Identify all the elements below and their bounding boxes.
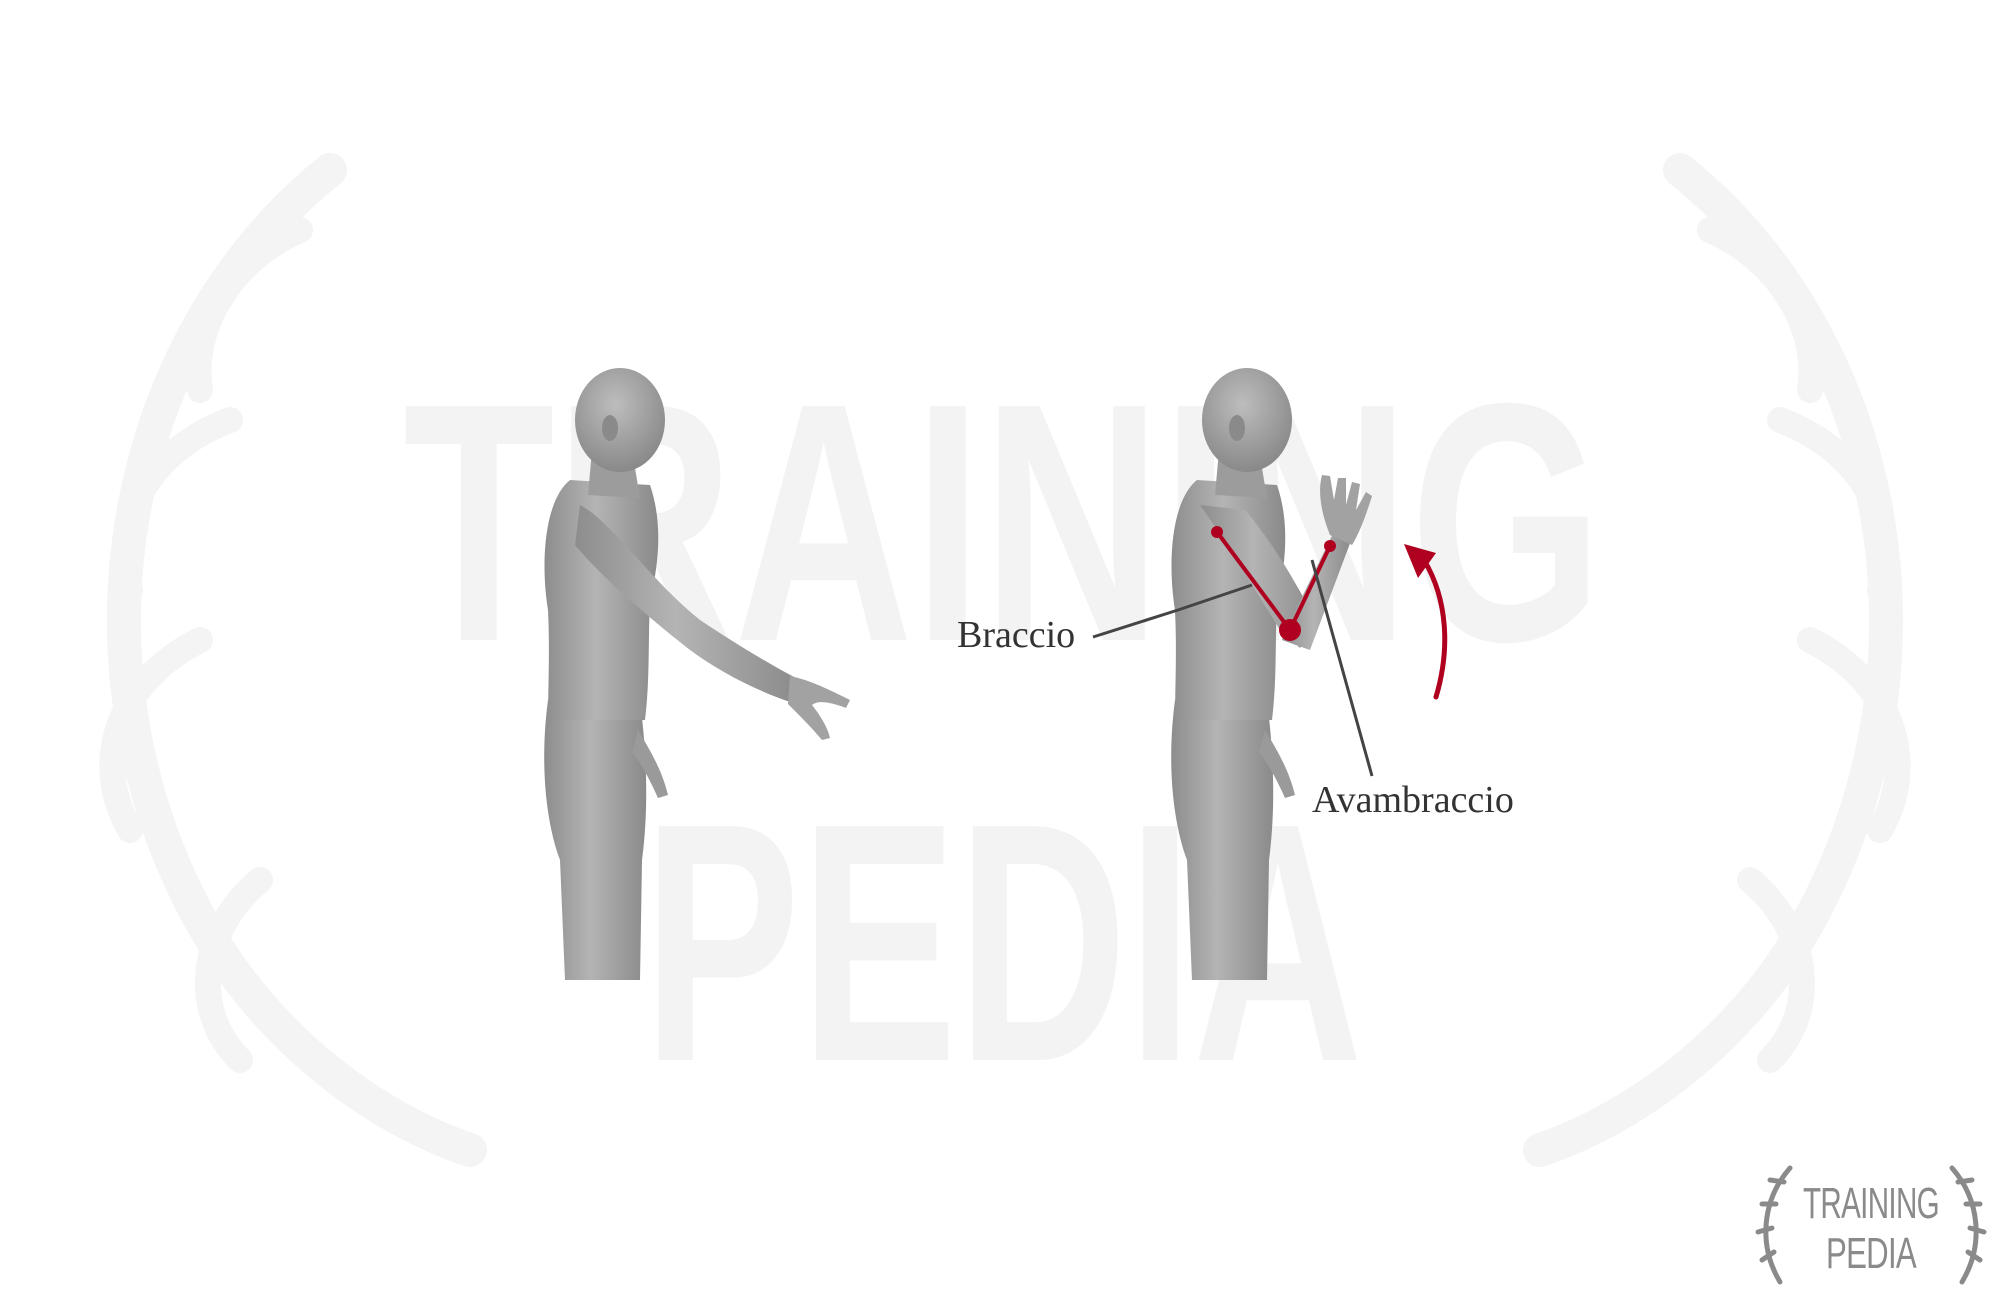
arm-leader-line <box>1092 583 1253 639</box>
figure2-hand <box>1320 475 1372 545</box>
figure1-hand <box>788 676 850 740</box>
shoulder-point <box>1211 526 1223 538</box>
logo-line1: TRAINING <box>1803 1179 1939 1228</box>
figure1-ear <box>602 415 618 441</box>
figure2-forearm <box>1282 530 1352 650</box>
brand-logo: TRAINING PEDIA <box>1755 1165 1987 1285</box>
figure2-legs <box>1171 700 1274 980</box>
leader-lines <box>1092 559 1374 777</box>
figure-arm-extended <box>544 368 850 980</box>
figure1-torso <box>544 480 659 720</box>
elbow-joint <box>1279 619 1301 641</box>
watermark-laurel-left-icon <box>99 153 487 1167</box>
arm-label: Braccio <box>957 614 1075 656</box>
figure-arm-flexed <box>1171 368 1372 980</box>
logo-laurel-icon <box>1755 1165 1987 1285</box>
figure1-arm <box>575 505 800 702</box>
arm-segment-line <box>1215 530 1292 632</box>
figure2-upper-arm <box>1200 505 1318 648</box>
figure1-head <box>575 368 665 472</box>
forearm-label: Avambraccio <box>1312 779 1514 821</box>
figure2-side-hand <box>1259 730 1295 798</box>
background-watermark: TRAINING PEDIA <box>99 153 1911 1167</box>
watermark-laurel-right-icon <box>1523 153 1911 1167</box>
forearm-leader-line <box>1310 559 1374 777</box>
rotation-arrow-icon <box>1404 544 1448 700</box>
figure1-legs <box>544 700 647 980</box>
wrist-point <box>1324 540 1336 552</box>
logo-line2: PEDIA <box>1826 1229 1917 1278</box>
figure2-head <box>1202 368 1292 472</box>
joint-overlay <box>1211 526 1336 641</box>
forearm-segment-line <box>1288 545 1332 631</box>
figure2-ear <box>1229 415 1245 441</box>
figure1-side-hand <box>632 730 668 798</box>
